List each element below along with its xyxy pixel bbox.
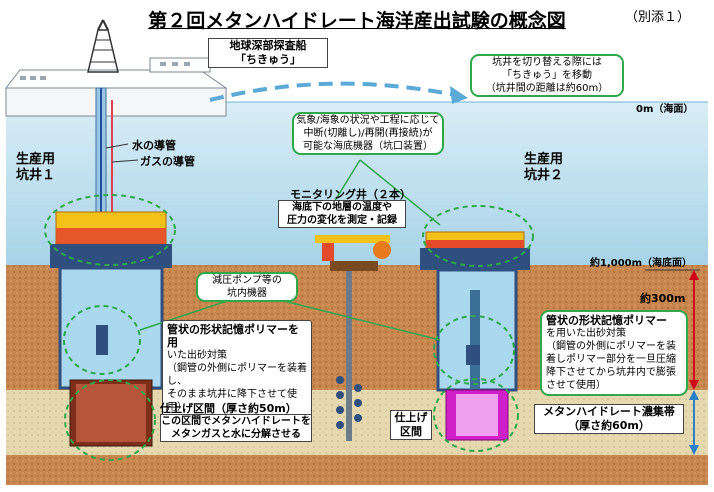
- hydrate-layer-label: メタンハイドレート濃集帯 （厚さ約60m）: [534, 404, 684, 434]
- seabed-depth: 約1,000m（海底面）: [590, 258, 693, 269]
- seafloor-equipment-note: 気象/海象の状況や工程に応じて 中断(切離し)/再開(再接続)が 可能な海底機器…: [292, 112, 444, 155]
- polymer-2-line5: させて使用）: [546, 380, 606, 391]
- seafloor-equipment-line1: 気象/海象の状況や工程に応じて: [296, 115, 440, 126]
- polymer-1-line2: （鋼管の外側にポリマーを装着し、: [167, 363, 307, 387]
- polymer-2-line1: を用いた出砂対策: [546, 328, 626, 339]
- relocation-line1: 坑井を切り替える際には: [492, 57, 602, 68]
- highlight-well1-top: [44, 194, 176, 266]
- seafloor-equipment-line3: 可能な海底機器（坑口装置）: [303, 141, 433, 152]
- polymer-1-line1: いた出砂対策: [167, 350, 227, 361]
- highlight-well2-pump: [433, 315, 515, 385]
- monitoring-line2: 圧力の変化を測定・記録: [287, 215, 397, 226]
- hydrate-line1: メタンハイドレート濃集帯: [543, 405, 675, 418]
- relocation-line2: 「ちきゅう」を移動: [502, 70, 592, 81]
- monitoring-note: 海底下の地層の温度や 圧力の変化を測定・記録: [278, 200, 406, 228]
- relocation-line3: （坑井間の距離は約60m）: [485, 83, 609, 94]
- well-2-label-line1: 生産用: [524, 152, 564, 167]
- drilling-ship: [4, 19, 228, 117]
- polymer-2-line4: 降下させてから坑井内で膨張: [546, 367, 676, 378]
- ship-label-line1: 地球深部探査船: [229, 39, 307, 52]
- pump-line1: 減圧ポンプ等の: [212, 275, 282, 286]
- polymer-note-1: 管状の形状記憶ポリマーを用 いた出砂対策 （鋼管の外側にポリマーを装着し、 その…: [162, 320, 312, 417]
- finish-note-1: この区間でメタンハイドレートを メタンガスと水に分解させる: [160, 414, 312, 442]
- polymer-2-line2: （鋼管の外側にポリマーを装: [546, 341, 676, 352]
- polymer-1-line3: そのまま坑井に降下させて使用）: [167, 389, 297, 413]
- relocation-arrow: [209, 81, 456, 102]
- annex-label: （別添１）: [624, 10, 690, 25]
- gas-pipe-leader: [111, 159, 139, 163]
- finish-2-line1: 仕上げ: [394, 411, 428, 424]
- polymer-2-title: 管状の形状記憶ポリマー: [546, 314, 667, 327]
- highlight-well2-top: [422, 205, 534, 267]
- callout-line-pump-2: [279, 299, 441, 341]
- hydrate-line2: （厚さ約60m）: [568, 419, 650, 432]
- water-pipe-leader: [105, 143, 129, 149]
- finish-2-line2: 区間: [400, 425, 422, 438]
- water-pipe-label: 水の導管: [132, 139, 176, 152]
- well-1-label-line1: 生産用: [16, 152, 56, 167]
- polymer-1-title: 管状の形状記憶ポリマーを用: [167, 323, 299, 349]
- callout-line-seafloor-equipment-2: [359, 159, 441, 226]
- depth-300m-label: 約300m: [640, 292, 686, 305]
- ship-label-box: 地球深部探査船 「ちきゅう」: [208, 38, 328, 68]
- monitoring-well: [315, 235, 391, 441]
- relocation-note: 坑井を切り替える際には 「ちきゅう」を移動 （坑井間の距離は約60m）: [470, 54, 624, 97]
- highlight-well1-pump: [63, 305, 141, 375]
- polymer-note-2: 管状の形状記憶ポリマー を用いた出砂対策 （鋼管の外側にポリマーを装 着しポリマ…: [540, 310, 688, 396]
- pump-note: 減圧ポンプ等の 坑内機器: [196, 272, 298, 302]
- sea-surface-depth: 0m（海面）: [636, 104, 694, 115]
- finish-section-label-1: 仕上げ区間（厚さ約50m）: [160, 402, 297, 415]
- ship-label-line2: 「ちきゅう」: [235, 53, 301, 66]
- production-well-1: [50, 211, 172, 447]
- finish-section-label-2: 仕上げ 区間: [390, 410, 432, 440]
- production-well-2: [420, 231, 530, 441]
- finish-1-line2: メタンガスと水に分解させる: [171, 429, 301, 440]
- page-title: 第２回メタンハイドレート海洋産出試験の概念図: [148, 10, 566, 32]
- seafloor-equipment-line2: 中断(切離し)/再開(再接続)が: [303, 128, 433, 139]
- well-1-label: 生産用 坑井１: [16, 152, 55, 184]
- highlight-well2-bottom: [433, 378, 519, 452]
- highlight-well1-bottom: [64, 379, 156, 461]
- pump-line2: 坑内機器: [227, 288, 267, 299]
- well-2-label: 生産用 坑井２: [524, 152, 563, 184]
- monitoring-title: モニタリング井（２本）: [290, 188, 411, 201]
- monitoring-line1: 海底下の地層の温度や: [292, 202, 392, 213]
- gas-pipe-label: ガスの導管: [140, 155, 195, 168]
- lower-sediment: [6, 455, 708, 485]
- finish-1-line1: この区間でメタンハイドレートを: [161, 416, 311, 427]
- well-2-label-line2: 坑井２: [524, 168, 564, 183]
- well-1-label-line2: 坑井１: [16, 168, 56, 183]
- polymer-2-line3: 着しポリマー部分を一旦圧縮: [546, 354, 676, 365]
- callout-line-pump: [139, 299, 231, 331]
